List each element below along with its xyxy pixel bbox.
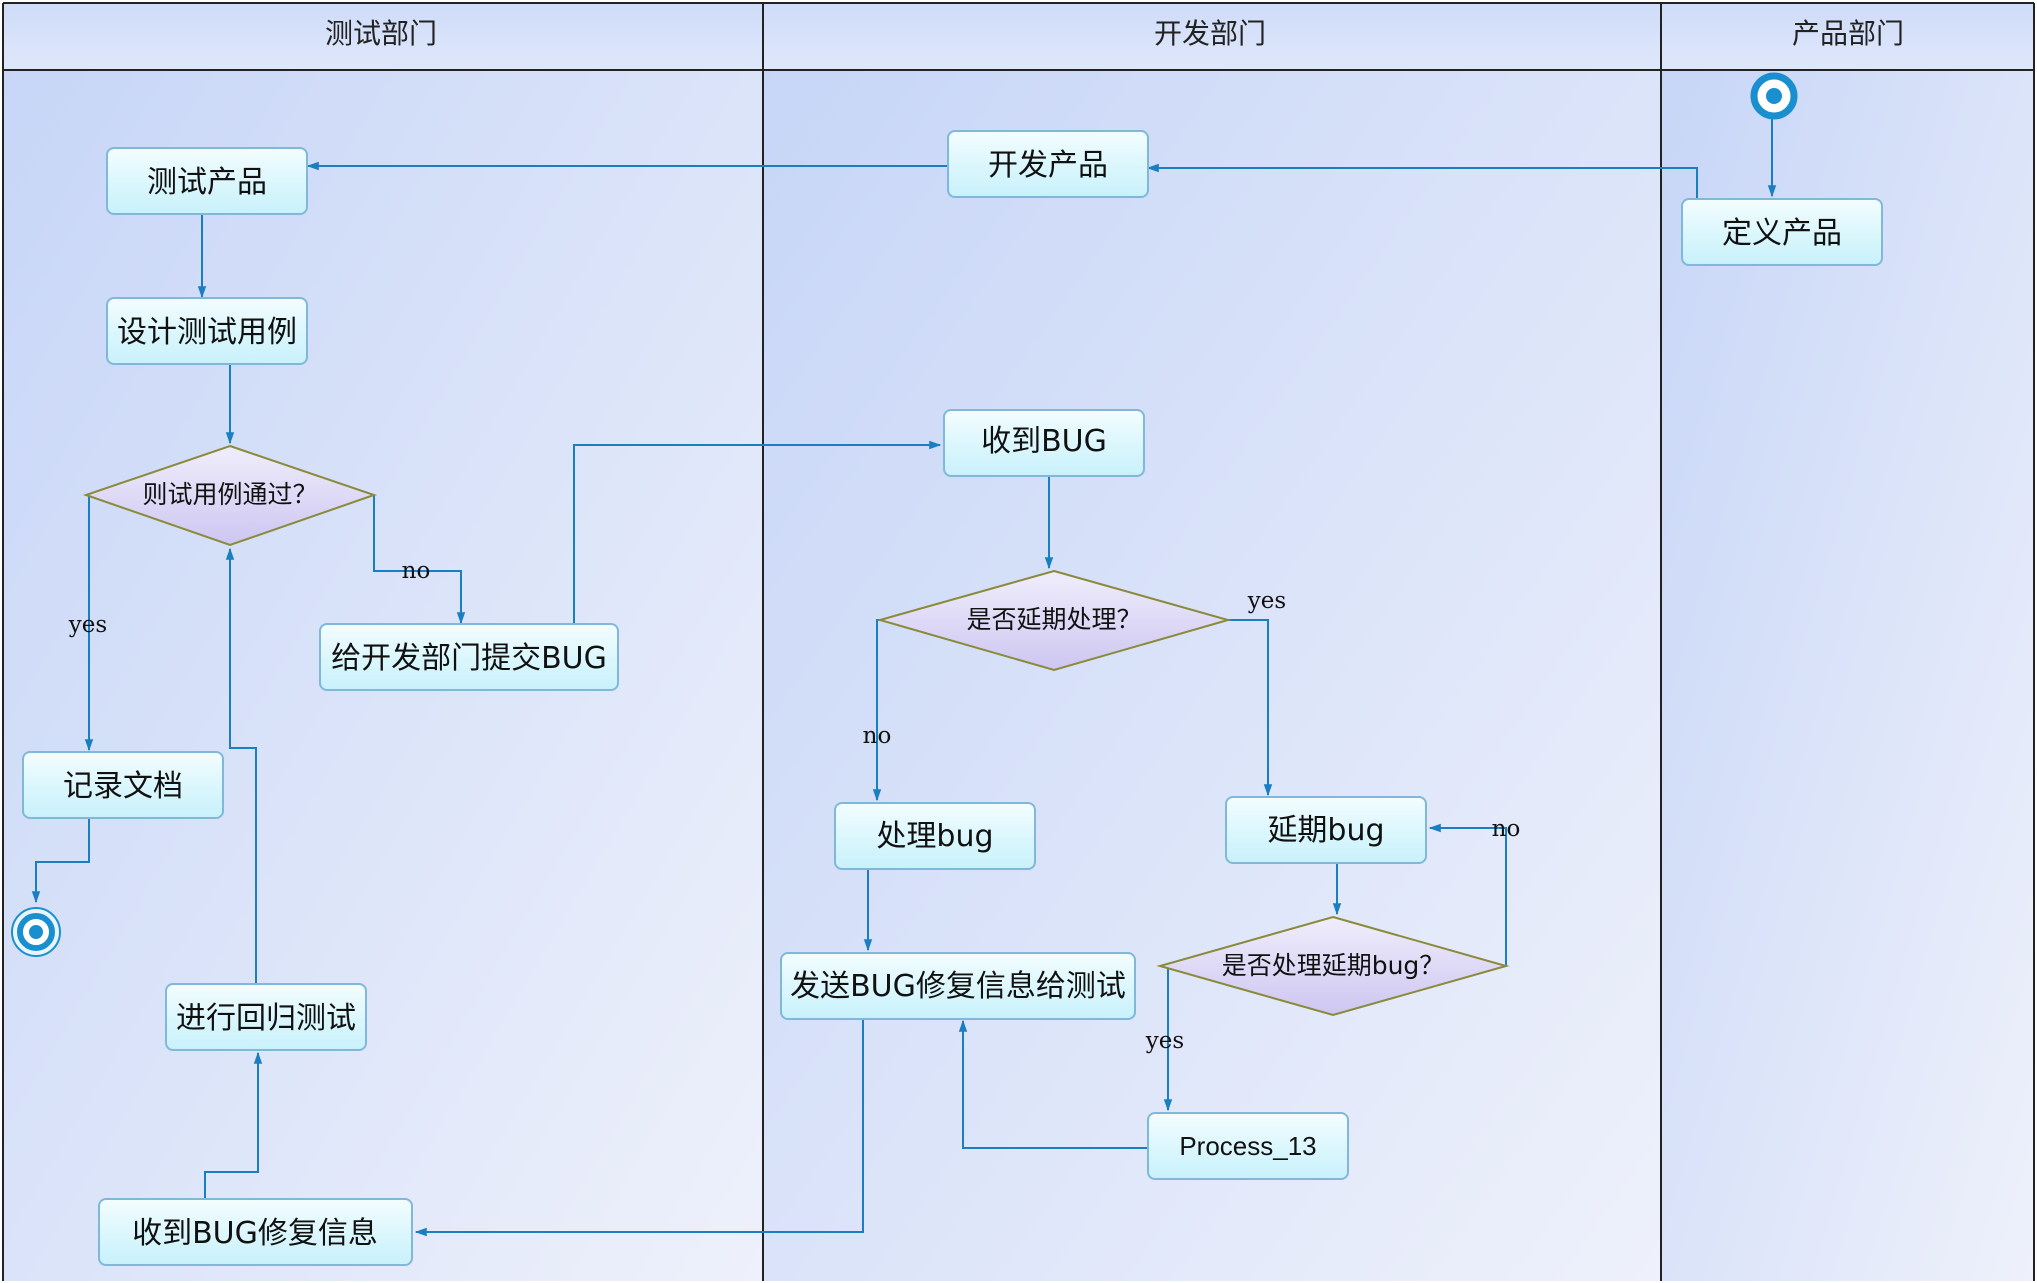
activity-send-fix-info-label: 发送BUG修复信息给测试 xyxy=(790,969,1126,1004)
edge-defer-yes xyxy=(1228,619,1273,797)
activity-defer-bug[interactable]: 延期bug xyxy=(1225,796,1427,864)
activity-design-cases[interactable]: 设计测试用例 xyxy=(106,297,308,365)
activity-dev-product[interactable]: 开发产品 xyxy=(947,130,1149,198)
activity-dev-product-label: 开发产品 xyxy=(988,148,1108,183)
activity-define-product[interactable]: 定义产品 xyxy=(1681,198,1883,266)
activity-recv-bug-label: 收到BUG xyxy=(981,424,1107,459)
edge-pass-no xyxy=(373,495,466,625)
activity-regression[interactable]: 进行回归测试 xyxy=(165,983,367,1051)
decision-cases-pass[interactable]: 则试用例通过？ xyxy=(82,444,378,547)
activity-test-product-label: 测试产品 xyxy=(147,165,267,200)
decision-cases-pass-label: 则试用例通过？ xyxy=(142,480,317,509)
start-node[interactable] xyxy=(1750,72,1798,120)
activity-handle-bug-label: 处理bug xyxy=(876,819,993,854)
edge-label-deferred-no: no xyxy=(1492,816,1521,842)
activity-recv-fix-info-label: 收到BUG修复信息 xyxy=(132,1216,378,1251)
activity-record-doc[interactable]: 记录文档 xyxy=(22,751,224,819)
activity-test-product[interactable]: 测试产品 xyxy=(106,147,308,215)
activity-recv-fix-info[interactable]: 收到BUG修复信息 xyxy=(98,1198,413,1266)
activity-defer-bug-label: 延期bug xyxy=(1267,813,1384,848)
edge-recvfix-to-regression xyxy=(204,1051,263,1198)
activity-submit-bug[interactable]: 给开发部门提交BUG xyxy=(319,623,619,691)
edge-label-deferred-yes: yes xyxy=(1145,1028,1184,1054)
edge-send-to-recvfix xyxy=(414,1018,864,1237)
edge-label-defer-yes: yes xyxy=(1247,588,1286,614)
activity-submit-bug-label: 给开发部门提交BUG xyxy=(331,641,607,676)
edge-label-pass-yes: yes xyxy=(68,612,107,638)
activity-design-cases-label: 设计测试用例 xyxy=(117,315,297,350)
activity-handle-bug[interactable]: 处理bug xyxy=(834,802,1036,870)
end-node[interactable] xyxy=(11,907,61,957)
decision-defer[interactable]: 是否延期处理？ xyxy=(876,569,1232,672)
lane-title-product: 产品部门 xyxy=(1792,17,1904,50)
activity-regression-label: 进行回归测试 xyxy=(176,1001,356,1036)
edge-process-to-send xyxy=(958,1019,1148,1149)
decision-handle-deferred[interactable]: 是否处理延期bug？ xyxy=(1156,915,1510,1017)
activity-process-13[interactable]: Process_13 xyxy=(1147,1112,1349,1180)
lane-dev-bg xyxy=(763,3,1661,1281)
edge-define-to-develop xyxy=(1146,163,1698,199)
activity-define-product-label: 定义产品 xyxy=(1722,216,1842,251)
lane-title-test: 测试部门 xyxy=(325,17,437,50)
lane-header-band xyxy=(3,3,2034,70)
edge-submit-to-receive xyxy=(573,440,942,623)
decision-handle-deferred-label: 是否处理延期bug？ xyxy=(1222,951,1445,980)
activity-record-doc-label: 记录文档 xyxy=(63,769,183,804)
decision-defer-label: 是否延期处理？ xyxy=(966,605,1141,634)
edge-deferred-no xyxy=(1428,823,1507,966)
edge-record-to-end xyxy=(31,818,90,904)
activity-send-fix-info[interactable]: 发送BUG修复信息给测试 xyxy=(780,952,1136,1020)
edge-label-defer-no: no xyxy=(863,723,892,749)
edge-regression-to-decision xyxy=(225,547,257,983)
edge-label-pass-no: no xyxy=(402,558,431,584)
lane-title-dev: 开发部门 xyxy=(1154,17,1266,50)
lane-product-bg xyxy=(1661,3,2034,1281)
activity-recv-bug[interactable]: 收到BUG xyxy=(943,409,1145,477)
activity-process-13-label: Process_13 xyxy=(1179,1131,1316,1161)
